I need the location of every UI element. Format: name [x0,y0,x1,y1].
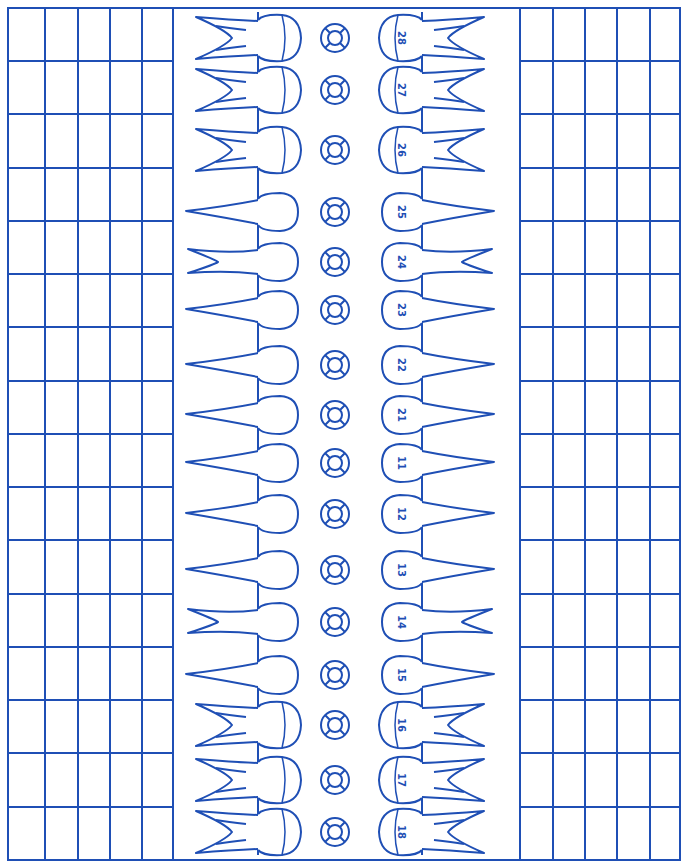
tooth-number: 16 [396,718,406,732]
tooth-number: 25 [396,205,406,219]
tooth-number: 15 [396,668,406,682]
tooth-number: 26 [396,143,406,157]
tooth-number: 24 [396,255,406,269]
tooth-number: 17 [396,773,406,787]
tooth-number: 27 [396,83,406,97]
tooth-number: 28 [396,31,406,45]
tooth-number: 18 [396,825,406,839]
tooth-number: 23 [396,303,406,317]
tooth-number: 11 [396,456,406,470]
tooth-number: 12 [396,507,406,521]
tooth-number: 14 [396,615,406,629]
tooth-number: 21 [396,408,406,422]
tooth-number: 13 [396,563,406,577]
tooth-number: 22 [396,358,406,372]
